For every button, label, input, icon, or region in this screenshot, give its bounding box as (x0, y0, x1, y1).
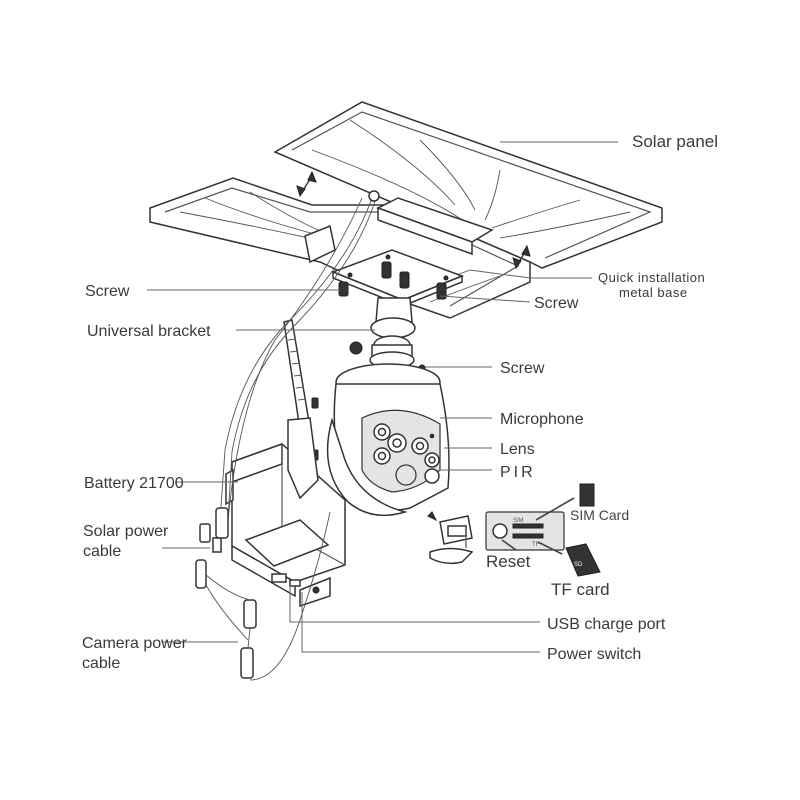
label-quick-installation: Quick installation (598, 270, 705, 285)
card-slot-panel: SIM TF (485, 497, 575, 555)
label-lens: Lens (500, 441, 535, 458)
label-sim-card: SIM Card (570, 507, 629, 523)
label-metal-base: metal base (619, 285, 688, 300)
label-screw-mid: Screw (500, 360, 545, 377)
label-screw-left: Screw (85, 283, 130, 300)
cable-connectors (195, 507, 331, 681)
label-usb-charge-port: USB charge port (547, 616, 666, 633)
panel-hinge (304, 197, 494, 264)
label-solar-power-cable-1: Solar power (83, 523, 169, 540)
label-reset: Reset (486, 552, 531, 571)
label-microphone: Microphone (500, 411, 584, 428)
label-screw-right: Screw (534, 295, 579, 312)
universal-bracket (349, 297, 426, 372)
label-battery: Battery 21700 (84, 475, 184, 492)
camera-dome (326, 363, 450, 517)
label-pir: PIR (500, 464, 536, 481)
leader-lines (147, 141, 618, 653)
base-screws (338, 261, 447, 300)
sim-card (579, 483, 595, 507)
label-camera-power-cable-1: Camera power (82, 635, 188, 652)
label-universal-bracket: Universal bracket (87, 323, 211, 340)
label-solar-panel: Solar panel (632, 132, 718, 151)
card-slot-bracket (427, 511, 473, 545)
tf-card-mark: SD (574, 562, 583, 568)
label-tf-card: TF card (551, 580, 610, 599)
reset-tool (429, 528, 474, 565)
adjust-arrow-right (512, 244, 531, 270)
label-power-switch: Power switch (547, 646, 641, 663)
sim-slot-mark: SIM (513, 518, 524, 524)
solar-cables (219, 190, 380, 521)
label-solar-power-cable-2: cable (83, 543, 121, 560)
tf-card: SD (565, 543, 601, 577)
label-camera-power-cable-2: cable (82, 655, 120, 672)
bracket-screws (287, 397, 319, 500)
tf-slot-mark: TF (532, 542, 540, 548)
adjust-arrow-left (296, 170, 317, 198)
